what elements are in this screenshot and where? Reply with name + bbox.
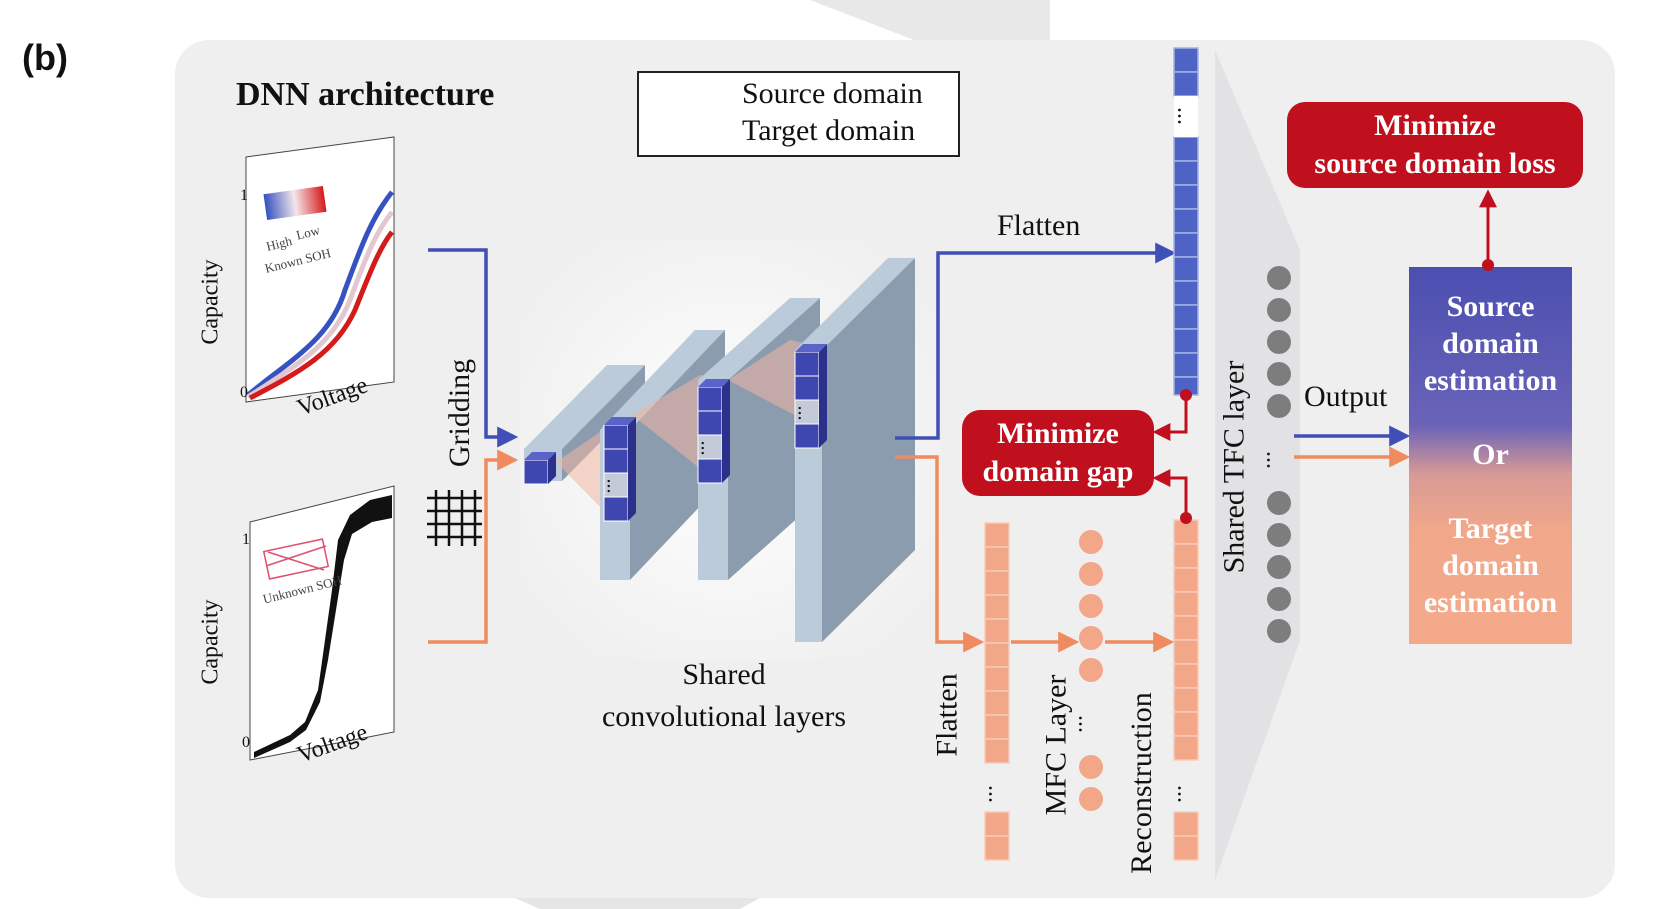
source-estimation-text: Source domain estimation xyxy=(1409,288,1572,399)
plot-target-ytick-bottom: 0 xyxy=(242,734,250,751)
legend-box xyxy=(637,71,960,157)
plot-source-ytick-top: 1 xyxy=(240,187,248,204)
gridding-label: Gridding xyxy=(443,358,477,468)
ellipsis-source-flatten: ... xyxy=(1172,107,1198,125)
ellipsis-target-flatten: ... xyxy=(983,785,1009,803)
source-flatten-arrow xyxy=(895,242,1177,440)
ellipsis-reconstruction: ... xyxy=(1172,785,1198,803)
flatten-top-label: Flatten xyxy=(997,209,1081,242)
gap-connector-target xyxy=(1152,469,1188,518)
gap-connector-target-dot xyxy=(1180,512,1192,524)
plot-target-ytick-top: 1 xyxy=(242,531,250,548)
receptive-field-3 xyxy=(728,340,812,418)
minimize-gap-line2: domain gap xyxy=(982,455,1134,488)
target-estimation-line3: estimation xyxy=(1423,586,1558,619)
background-notch-top xyxy=(810,0,1050,50)
kernel-stack-3 xyxy=(794,344,827,449)
target-flatten-arrow xyxy=(895,455,985,653)
ellipsis-kernel-2: ... xyxy=(696,440,719,456)
legend-source-label: Source domain xyxy=(742,77,923,110)
target-estimation-text: Target domain estimation xyxy=(1409,510,1572,621)
source-flatten-column xyxy=(1173,47,1199,396)
tfc-nodes xyxy=(1267,266,1291,643)
kernel-stack-2 xyxy=(697,379,730,484)
ellipsis-mfc: ... xyxy=(1073,715,1099,733)
flatten-bottom-label: Flatten xyxy=(930,673,964,757)
background-notch-bottom xyxy=(515,898,760,909)
mfc-nodes xyxy=(1079,530,1103,811)
or-text: Or xyxy=(1472,438,1509,471)
shared-conv-label-line2: convolutional layers xyxy=(601,700,847,733)
estimation-box xyxy=(1409,267,1572,644)
reconstruction-column xyxy=(1173,519,1199,861)
plot-source-ylabel: Capacity xyxy=(197,259,224,345)
ellipsis-kernel-3: ... xyxy=(793,405,816,421)
input-plot-source xyxy=(245,136,395,403)
diagram-title: DNN architecture xyxy=(236,76,495,113)
minimize-loss-line2: source domain loss xyxy=(1314,147,1556,180)
target-estimation-line1: Target xyxy=(1448,512,1533,545)
target-estimation-line2: domain xyxy=(1442,549,1539,582)
source-estimation-line3: estimation xyxy=(1423,364,1558,397)
gridding-icon xyxy=(427,490,482,546)
source-estimation-line2: domain xyxy=(1442,327,1539,360)
source-estimation-line1: Source xyxy=(1446,290,1535,323)
mfc-layer-label: MFC Layer xyxy=(1039,674,1073,816)
legend-target-label: Target domain xyxy=(742,114,916,147)
output-label: Output xyxy=(1304,380,1388,413)
target-input-arrow xyxy=(428,449,519,644)
kernel-stack-1 xyxy=(603,417,636,522)
gap-connector-source xyxy=(1152,395,1188,441)
kernel-cube-1 xyxy=(523,452,556,485)
plot-source-ytick-bottom: 0 xyxy=(240,384,248,401)
gap-connector-source-dot xyxy=(1180,389,1192,401)
minimize-gap-line1: Minimize xyxy=(997,417,1119,450)
loss-connector-dot xyxy=(1482,259,1494,271)
target-flatten-column xyxy=(984,522,1010,861)
panel-label: (b) xyxy=(22,37,68,78)
tfc-funnel-shade xyxy=(1215,50,1300,880)
conv-layer-4 xyxy=(795,258,915,642)
minimize-loss-line1: Minimize xyxy=(1374,109,1496,142)
soh-gradient-legend xyxy=(263,185,327,221)
ellipsis-tfc: ... xyxy=(1261,451,1287,469)
minimize-source-loss-box: Minimize source domain loss xyxy=(1287,102,1583,188)
source-input-arrow xyxy=(428,248,519,448)
source-flatten-ellipsis-cell xyxy=(1174,96,1198,137)
input-plot-target xyxy=(249,485,395,761)
minimize-domain-gap-box: Minimize domain gap xyxy=(962,410,1154,496)
ellipsis-kernel-1: ... xyxy=(602,478,625,494)
shared-conv-label-line1: Shared xyxy=(682,658,766,691)
shared-tfc-label: Shared TFC layer xyxy=(1217,360,1251,574)
reconstruction-label: Reconstruction xyxy=(1124,692,1158,874)
